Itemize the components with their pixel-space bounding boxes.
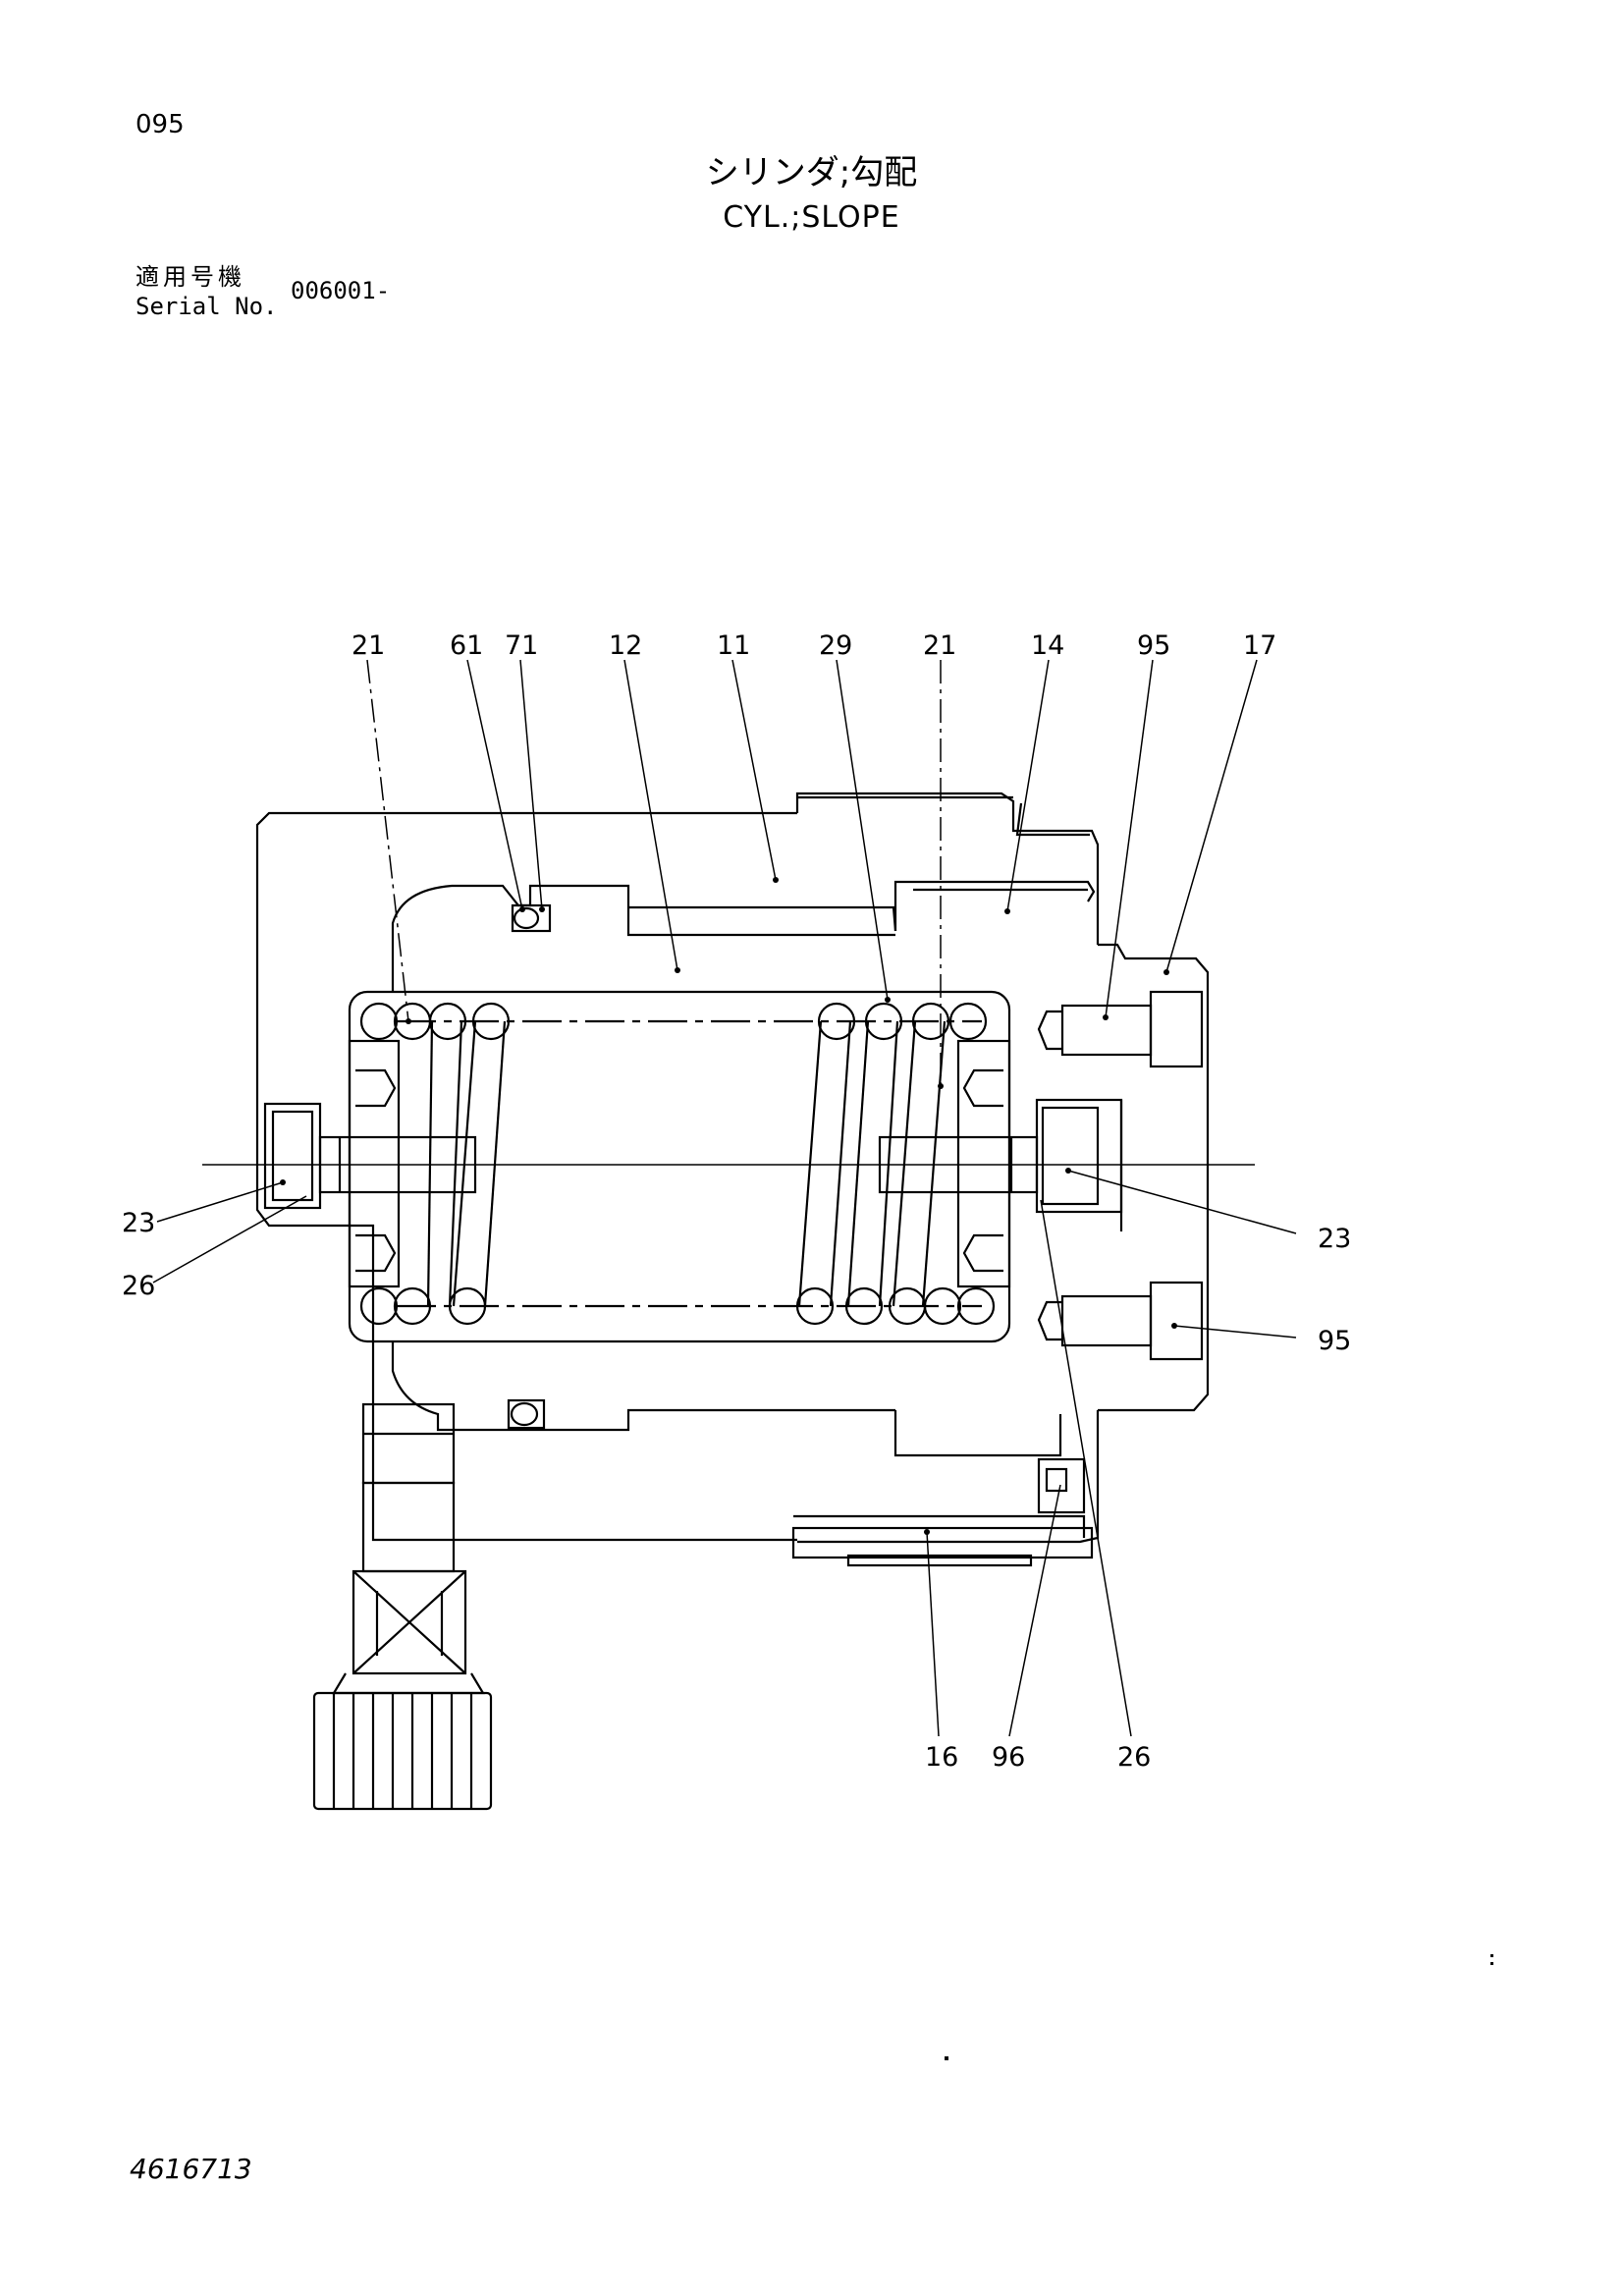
callout-label: 29: [819, 630, 852, 661]
coil-spring-left: [359, 1002, 511, 1326]
seal-ring-bottom: [507, 1398, 546, 1430]
title-english: CYL.;SLOPE: [723, 200, 900, 235]
callout-label: 61: [450, 630, 483, 661]
housing-outline: [255, 792, 1100, 1544]
callout-label: 21: [923, 630, 956, 661]
seal-ring-top: [511, 903, 552, 933]
page-number: 095: [135, 110, 185, 139]
serial-number-range: 006001-: [291, 277, 391, 304]
callout-label: 96: [992, 1742, 1025, 1773]
spring-seat-right: [956, 1039, 1011, 1288]
bolt-right: [878, 1098, 1123, 1214]
leader-lines: [152, 659, 1297, 1737]
callout-label: 26: [122, 1271, 155, 1301]
leader-dots: [280, 877, 1177, 1535]
bolt-left: [263, 1102, 477, 1210]
callout-label: 21: [352, 630, 385, 661]
callout-label: 71: [505, 630, 538, 661]
callout-label: 14: [1031, 630, 1064, 661]
print-specks: [945, 1954, 1493, 2060]
callout-labels: 21 61 71 12 11 29 21 14 95 17 23 26 23 9…: [122, 630, 1351, 1773]
serial-label-japanese: 適用号機: [135, 263, 245, 291]
spring-seat-left: [348, 1039, 401, 1288]
callout-label: 17: [1243, 630, 1276, 661]
callout-label: 16: [925, 1742, 958, 1773]
bolt-95-top: [1037, 990, 1204, 1068]
bottom-plate: [791, 1514, 1094, 1567]
coil-spring-right: [795, 1002, 996, 1326]
right-cover: [1098, 943, 1210, 1412]
callout-label: 95: [1137, 630, 1170, 661]
callout-label: 95: [1318, 1326, 1351, 1356]
title-japanese: シリンダ;勾配: [705, 153, 918, 192]
lower-fitting: [312, 1402, 493, 1811]
callout-label: 26: [1117, 1742, 1151, 1773]
top-block: [893, 802, 1096, 931]
document-number: 4616713: [130, 2153, 252, 2185]
serial-label-english: Serial No.: [135, 293, 278, 320]
callout-label: 12: [609, 630, 642, 661]
callout-label: 11: [717, 630, 750, 661]
callout-label: 23: [122, 1208, 155, 1238]
plug-96: [1037, 1457, 1086, 1514]
bolt-95-bottom: [1037, 1281, 1204, 1361]
callout-label: 23: [1318, 1224, 1351, 1254]
